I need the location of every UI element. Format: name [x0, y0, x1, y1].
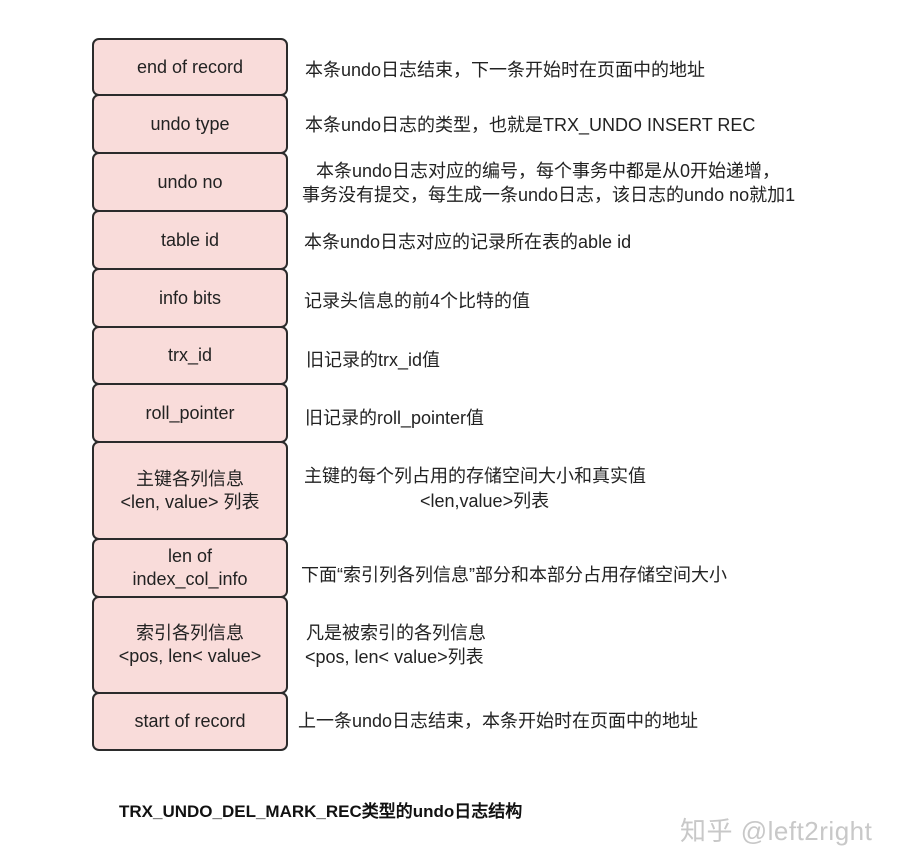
field-box-trx-id: trx_id [92, 326, 288, 385]
field-label: roll_pointer [145, 402, 235, 423]
description-info-bits: 记录头信息的前4个比特的值 [304, 291, 531, 311]
field-box-index-columns: 索引各列信息 <pos, len< value> [92, 596, 288, 694]
field-label: end of record [136, 56, 244, 77]
description-undo-type: 本条undo日志的类型，也就是TRX_UNDO INSERT REC [305, 115, 756, 135]
description-table-id: 本条undo日志对应的记录所在表的able id [304, 232, 632, 252]
field-label: trx_id [167, 345, 212, 365]
field-box-info-bits: info bits [92, 268, 288, 328]
field-box-primary-key-columns: 主键各列信息 <len, value> 列表 [92, 441, 288, 540]
field-label: info bits [158, 287, 222, 308]
field-box-undo-no: undo no [92, 152, 288, 212]
field-label-line-2: <len, value> 列表 [120, 491, 260, 512]
description-primary-key-line-1: 主键的每个列占用的存储空间大小和真实值 [304, 466, 646, 486]
description-len-of-index-col-info: 下面“索引列各列信息”部分和本部分占用存储空间大小 [301, 565, 727, 585]
description-undo-no-line-1: 本条undo日志对应的编号，每个事务中都是从0开始递增， [316, 161, 781, 181]
description-roll-pointer: 旧记录的roll_pointer值 [305, 408, 485, 428]
description-trx-id: 旧记录的trx_id值 [306, 350, 441, 370]
field-box-start-of-record: start of record [92, 692, 288, 751]
description-end-of-record: 本条undo日志结束，下一条开始时在页面中的地址 [305, 60, 706, 80]
description-start-of-record: 上一条undo日志结束，本条开始时在页面中的地址 [298, 711, 699, 731]
field-box-end-of-record: end of record [92, 38, 288, 96]
description-primary-key-line-2: <len,value>列表 [420, 491, 550, 511]
field-label-line-1: 主键各列信息 [136, 468, 244, 489]
field-label-line-1: 索引各列信息 [136, 623, 244, 643]
description-index-columns-line-2: <pos, len< value>列表 [305, 647, 484, 667]
field-label: undo no [157, 171, 223, 192]
field-label: undo type [150, 113, 230, 134]
field-label: table id [160, 229, 220, 250]
field-box-roll-pointer: roll_pointer [92, 383, 288, 443]
field-box-undo-type: undo type [92, 94, 288, 154]
field-label-line-1: len of [167, 546, 213, 566]
field-box-table-id: table id [92, 210, 288, 270]
watermark: 知乎 @left2right [680, 816, 873, 846]
field-box-len-of-index-col-info: len of index_col_info [92, 538, 288, 598]
diagram-caption: TRX_UNDO_DEL_MARK_REC类型的undo日志结构 [119, 802, 523, 821]
description-undo-no-line-2: 事务没有提交，每生成一条undo日志，该日志的undo no就加1 [302, 185, 796, 205]
description-index-columns-line-1: 凡是被索引的各列信息 [306, 623, 486, 643]
field-label-line-2: <pos, len< value> [118, 646, 262, 666]
field-label-line-2: index_col_info [132, 569, 248, 589]
field-label: start of record [134, 711, 246, 731]
